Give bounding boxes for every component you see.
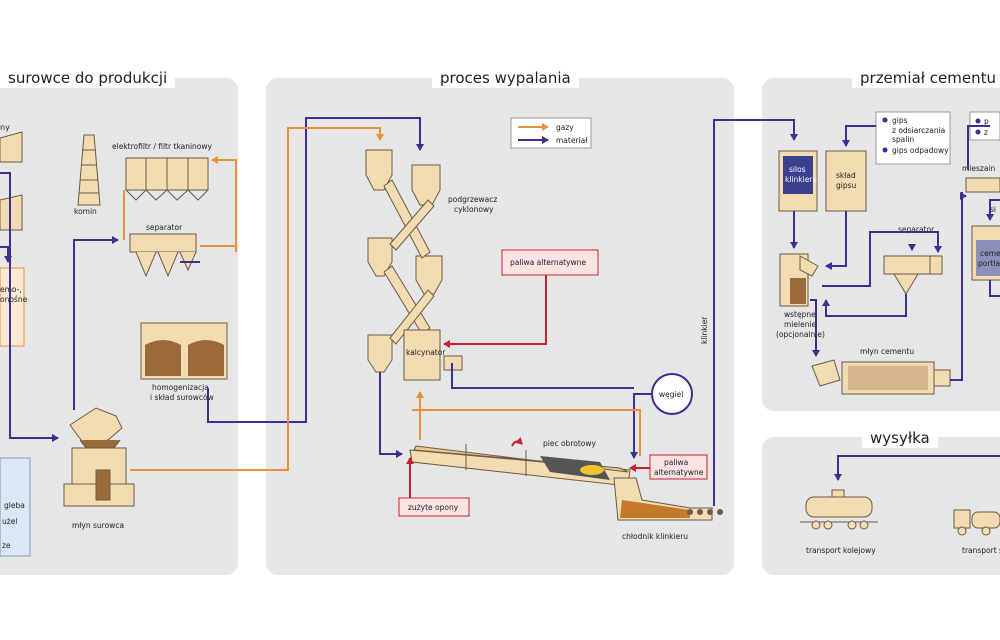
road-label: transport sa [962, 546, 1000, 555]
mixer [965, 177, 1000, 193]
gypsum-sources-box [875, 111, 951, 165]
electrofilter [125, 157, 209, 201]
preheater-label-1: podgrzewacz [448, 195, 497, 204]
right-src-2: z [984, 128, 988, 137]
si-label: si [990, 205, 996, 214]
cooler-label: chłodnik klinkieru [622, 532, 688, 541]
pre-label-1: wstępne [784, 310, 816, 319]
cement-silo-label-1: cemen [980, 249, 1000, 258]
raw-material-lines [0, 117, 424, 442]
alt-fuel2-label-1: paliwa [664, 458, 688, 467]
alt-fuel-line [443, 275, 547, 348]
thermal-box [0, 267, 25, 347]
thermal-label-2: onośne [0, 295, 28, 304]
alt-fuel-box [501, 249, 599, 276]
clinker-cooler [613, 477, 723, 521]
panel-title-shipping: wysyłka [862, 428, 938, 448]
panel-title-raw: surowce do produkcji [0, 68, 176, 88]
cement-mill-label: młyn cementu [860, 347, 914, 356]
clinker-silo-label-1: silos [789, 165, 806, 174]
raw-separator [129, 233, 197, 278]
raw-storage-top [0, 131, 23, 231]
cement-silo [971, 225, 1000, 281]
alt-fuel-label: paliwa alternatywne [510, 258, 586, 267]
clinker-label: klinkier [700, 316, 709, 344]
cement-separator-label: separator [898, 225, 935, 234]
raw-mill [63, 407, 135, 507]
cement-silo-label-2: portlanc [978, 259, 1000, 268]
chimney-label: komin [74, 207, 97, 216]
soil-label-1: gleba [4, 501, 25, 510]
raw-fragment-label: ny [0, 123, 10, 132]
cement-mill [811, 359, 951, 395]
pre-label-3: (opcjonalnie) [776, 330, 825, 339]
road-truck [953, 509, 1000, 536]
raw-mill-label: młyn surowca [72, 521, 124, 530]
gips-a2-label: z odsiarczania [892, 126, 945, 135]
electrofilter-label: elektrofiltr / filtr tkaninowy [112, 142, 213, 151]
calciner-label: kalcynator [406, 348, 446, 357]
mixer-label: mieszain [962, 164, 996, 173]
panel-shipping [762, 437, 1000, 575]
kiln-gas-lines [412, 391, 641, 456]
pre-label-2: mielenie [784, 320, 817, 329]
kiln-material-lines [379, 119, 798, 506]
raw-separator-label: separator [146, 223, 183, 232]
coal-label: węgiel [659, 390, 683, 399]
pre-grinding [779, 253, 819, 307]
rotary-kiln [409, 436, 631, 487]
rail-car [800, 489, 878, 530]
gypsum-store [825, 150, 867, 212]
right-src-1: p [984, 117, 989, 126]
gypsum-label-1: skład [836, 171, 856, 180]
clinker-silo-label-2: klinkieru [785, 175, 817, 184]
soil-label-3: ze [2, 541, 11, 550]
rotary-kiln-label: piec obrotowy [543, 439, 596, 448]
gips-a-label: gips [892, 116, 908, 125]
panel-title-kiln: proces wypalania [432, 68, 579, 88]
rail-label: transport kolejowy [806, 546, 876, 555]
preheater-label-2: cyklonowy [454, 205, 494, 214]
homog-label-1: homogenizacja [152, 383, 209, 392]
gips-b-label: gips odpadowy [892, 146, 949, 155]
alt-fuel2-label-2: alternatywne [654, 468, 704, 477]
tires-label: zużyte opony [408, 503, 459, 512]
legend-gas: gazy [556, 123, 574, 132]
raw-gas-lines [123, 127, 384, 471]
soil-label-2: użel [2, 517, 17, 526]
cyclone-preheater [365, 149, 463, 381]
homogenization-store [140, 322, 228, 380]
cement-material-lines [790, 125, 1000, 381]
panel-title-cement: przemiał cementu [852, 68, 1000, 88]
chimney [77, 134, 101, 206]
gypsum-label-2: gipsu [836, 181, 857, 190]
soil-box [0, 457, 31, 557]
tires-box [398, 497, 470, 517]
gips-a3-label: spalin [892, 135, 914, 144]
clinker-silo [778, 150, 818, 212]
panel-burning-process [266, 78, 734, 575]
legend-material: materiał [556, 136, 588, 145]
homog-label-2: i skład surowców [150, 393, 214, 402]
shipping-line [837, 455, 1000, 478]
cement-separator [883, 255, 943, 295]
legend [510, 117, 592, 149]
